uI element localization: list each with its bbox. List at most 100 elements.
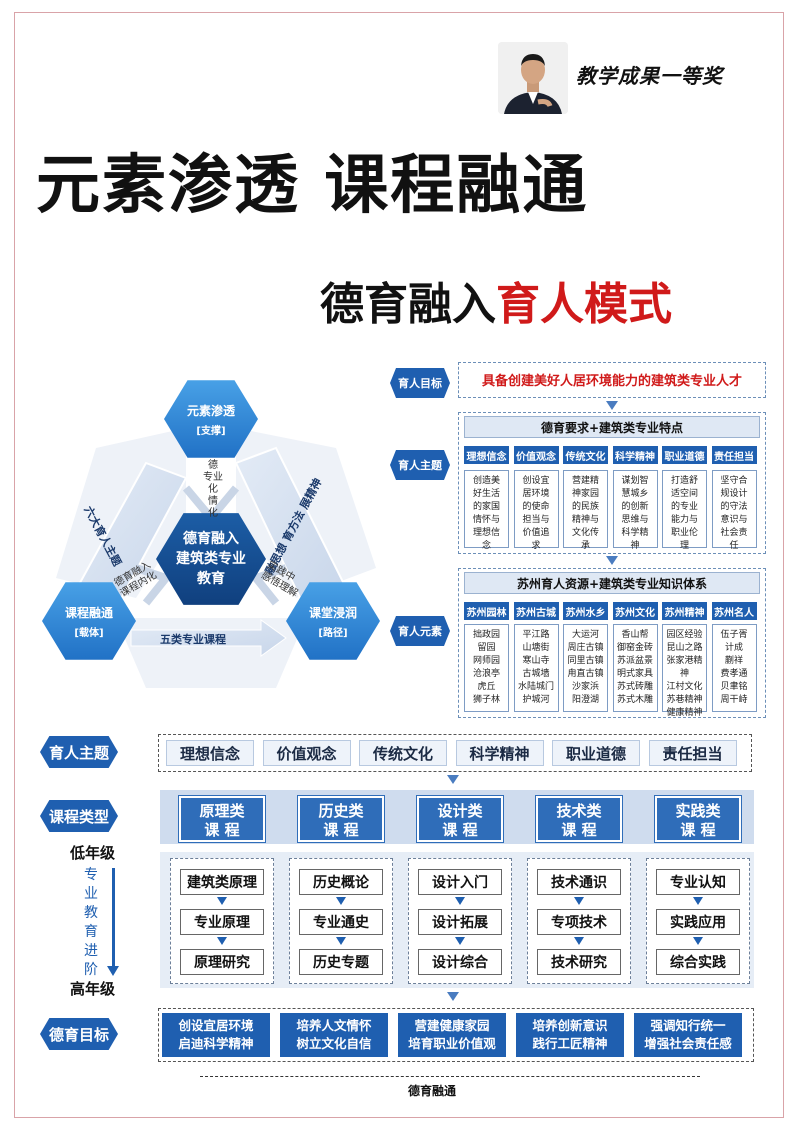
course-item-arrow: [693, 897, 703, 905]
hex-top-sub: [支撑]: [196, 422, 225, 437]
element-list-2: 平江路山塘街寒山寺古城墙水陆城门护城河: [514, 624, 559, 712]
course-group-1: 建筑类原理专业原理原理研究: [170, 858, 274, 984]
course-type-line1: 技术类: [538, 802, 620, 821]
theme-tag-6: 责任担当: [712, 446, 757, 464]
course-type-label: 课程类型: [40, 800, 118, 832]
element-item: 健康精神: [663, 707, 706, 720]
element-list-5: 园区经验昆山之路张家港精神江村文化苏巷精神健康精神: [662, 624, 707, 712]
course-type-line2: 课 程: [538, 821, 620, 840]
course-group-4: 技术通识专项技术技术研究: [527, 858, 631, 984]
element-item: 园区经验: [663, 629, 706, 642]
element-list-3: 大运河周庄古镇同里古镇甪直古镇沙家浜阳澄湖: [563, 624, 608, 712]
course-type-line1: 实践类: [657, 802, 739, 821]
progress-1: 专: [80, 866, 102, 885]
course-item: 历史概论: [299, 869, 383, 895]
subtitle-black: 德育融入: [320, 279, 496, 330]
arrow-4: [447, 992, 459, 1001]
goal-line2: 增强社会责任感: [634, 1035, 742, 1053]
center-line-1: 德育融入: [183, 529, 239, 549]
element-item: 阳澄湖: [564, 694, 607, 707]
element-item: 沧浪亭: [465, 668, 508, 681]
element-item: 寒山寺: [515, 655, 558, 668]
theme-text-6: 坚守合规设计的守法意识与社会责任: [712, 470, 757, 548]
bottom-theme-2: 价值观念: [263, 740, 351, 766]
course-type-line1: 设计类: [419, 802, 501, 821]
theme-tag-1: 理想信念: [464, 446, 509, 464]
progress-arrow-head: [107, 966, 119, 976]
course-item: 实践应用: [656, 909, 740, 935]
element-item: 平江路: [515, 629, 558, 642]
hex-left-sub: [载体]: [74, 624, 103, 639]
element-item: 同里古镇: [564, 655, 607, 668]
course-item: 设计综合: [418, 949, 502, 975]
course-item-arrow: [336, 937, 346, 945]
award-text: 教学成果一等奖: [576, 60, 723, 89]
goal-line2: 树立文化自信: [280, 1035, 388, 1053]
course-item: 原理研究: [180, 949, 264, 975]
course-item-arrow: [574, 937, 584, 945]
course-item: 历史专题: [299, 949, 383, 975]
bottom-theme-5: 职业道德: [552, 740, 640, 766]
subtitle-red: 育人模式: [496, 279, 672, 330]
element-item: 拙政园: [465, 629, 508, 642]
element-item: 御窑金砖: [614, 642, 657, 655]
element-item: 周干峙: [713, 694, 756, 707]
element-item: 虎丘: [465, 681, 508, 694]
avatar: [498, 42, 568, 114]
theme-tag-3: 传统文化: [563, 446, 608, 464]
theme-text-1: 创造美好生活的家国情怀与理想信念: [464, 470, 509, 548]
element-item: 计成: [713, 642, 756, 655]
theme-text-4: 谋划智慧城乡的创新思维与科学精神: [613, 470, 658, 548]
course-item-arrow: [693, 937, 703, 945]
arrow-1: [606, 401, 618, 410]
theme-tag-4: 科学精神: [613, 446, 658, 464]
element-label: 育人元素: [390, 616, 450, 646]
goal-3: 营建健康家园培育职业价值观: [398, 1013, 506, 1057]
element-item: 明式家具: [614, 668, 657, 681]
goal-line2: 启迪科学精神: [162, 1035, 270, 1053]
course-item-arrow: [574, 897, 584, 905]
element-item: 甪直古镇: [564, 668, 607, 681]
theme-text-2: 创设宜居环境的使命担当与价值追求: [514, 470, 559, 548]
progress-2: 业: [80, 885, 102, 904]
goal-line1: 强调知行统一: [634, 1017, 742, 1035]
element-item: 昆山之路: [663, 642, 706, 655]
course-group-2: 历史概论专业通史历史专题: [289, 858, 393, 984]
low-grade: 低年级: [70, 842, 115, 863]
element-list-6: 伍子胥计成蒯祥费孝通贝聿铭周干峙: [712, 624, 757, 712]
goal-4: 培养创新意识践行工匠精神: [516, 1013, 624, 1057]
bottom-theme-1: 理想信念: [166, 740, 254, 766]
element-item: 古城墙: [515, 668, 558, 681]
course-item-arrow: [217, 897, 227, 905]
theme-label: 育人主题: [390, 450, 450, 480]
course-item: 技术通识: [537, 869, 621, 895]
band-bottom-text: 五类专业课程: [160, 631, 226, 647]
element-item: 留园: [465, 642, 508, 655]
bottom-theme-4: 科学精神: [456, 740, 544, 766]
element-list-4: 香山帮御窑金砖苏派盆景明式家具苏式砖雕苏式木雕: [613, 624, 658, 712]
course-item: 技术研究: [537, 949, 621, 975]
goal-label: 育人目标: [390, 368, 450, 398]
course-type-4: 技术类课 程: [536, 796, 622, 842]
course-item: 建筑类原理: [180, 869, 264, 895]
bottom-theme-label: 育人主题: [40, 736, 118, 768]
course-item: 综合实践: [656, 949, 740, 975]
page-title: 元素渗透 课程融通: [36, 134, 588, 226]
course-item-arrow: [336, 897, 346, 905]
inner-top-3: 情: [200, 496, 226, 508]
course-item: 设计拓展: [418, 909, 502, 935]
inner-top-2: 专业化: [200, 472, 226, 496]
element-item: 苏巷精神: [663, 694, 706, 707]
bottom-theme-6: 责任担当: [649, 740, 737, 766]
course-type-line1: 原理类: [181, 802, 263, 821]
goal-line1: 创设宜居环境: [162, 1017, 270, 1035]
element-tag-5: 苏州精神: [662, 602, 707, 620]
cycle-diagram: 元素渗透[支撑] 课程融通[载体] 课堂浸润[路径] 德育融入 建筑类专业 教育…: [36, 368, 388, 698]
element-item: 蒯祥: [713, 655, 756, 668]
goal-line1: 培养创新意识: [516, 1017, 624, 1035]
element-tag-6: 苏州名人: [712, 602, 757, 620]
course-item: 专业认知: [656, 869, 740, 895]
course-type-line1: 历史类: [300, 802, 382, 821]
course-item-arrow: [455, 937, 465, 945]
goal-2: 培养人文情怀树立文化自信: [280, 1013, 388, 1057]
